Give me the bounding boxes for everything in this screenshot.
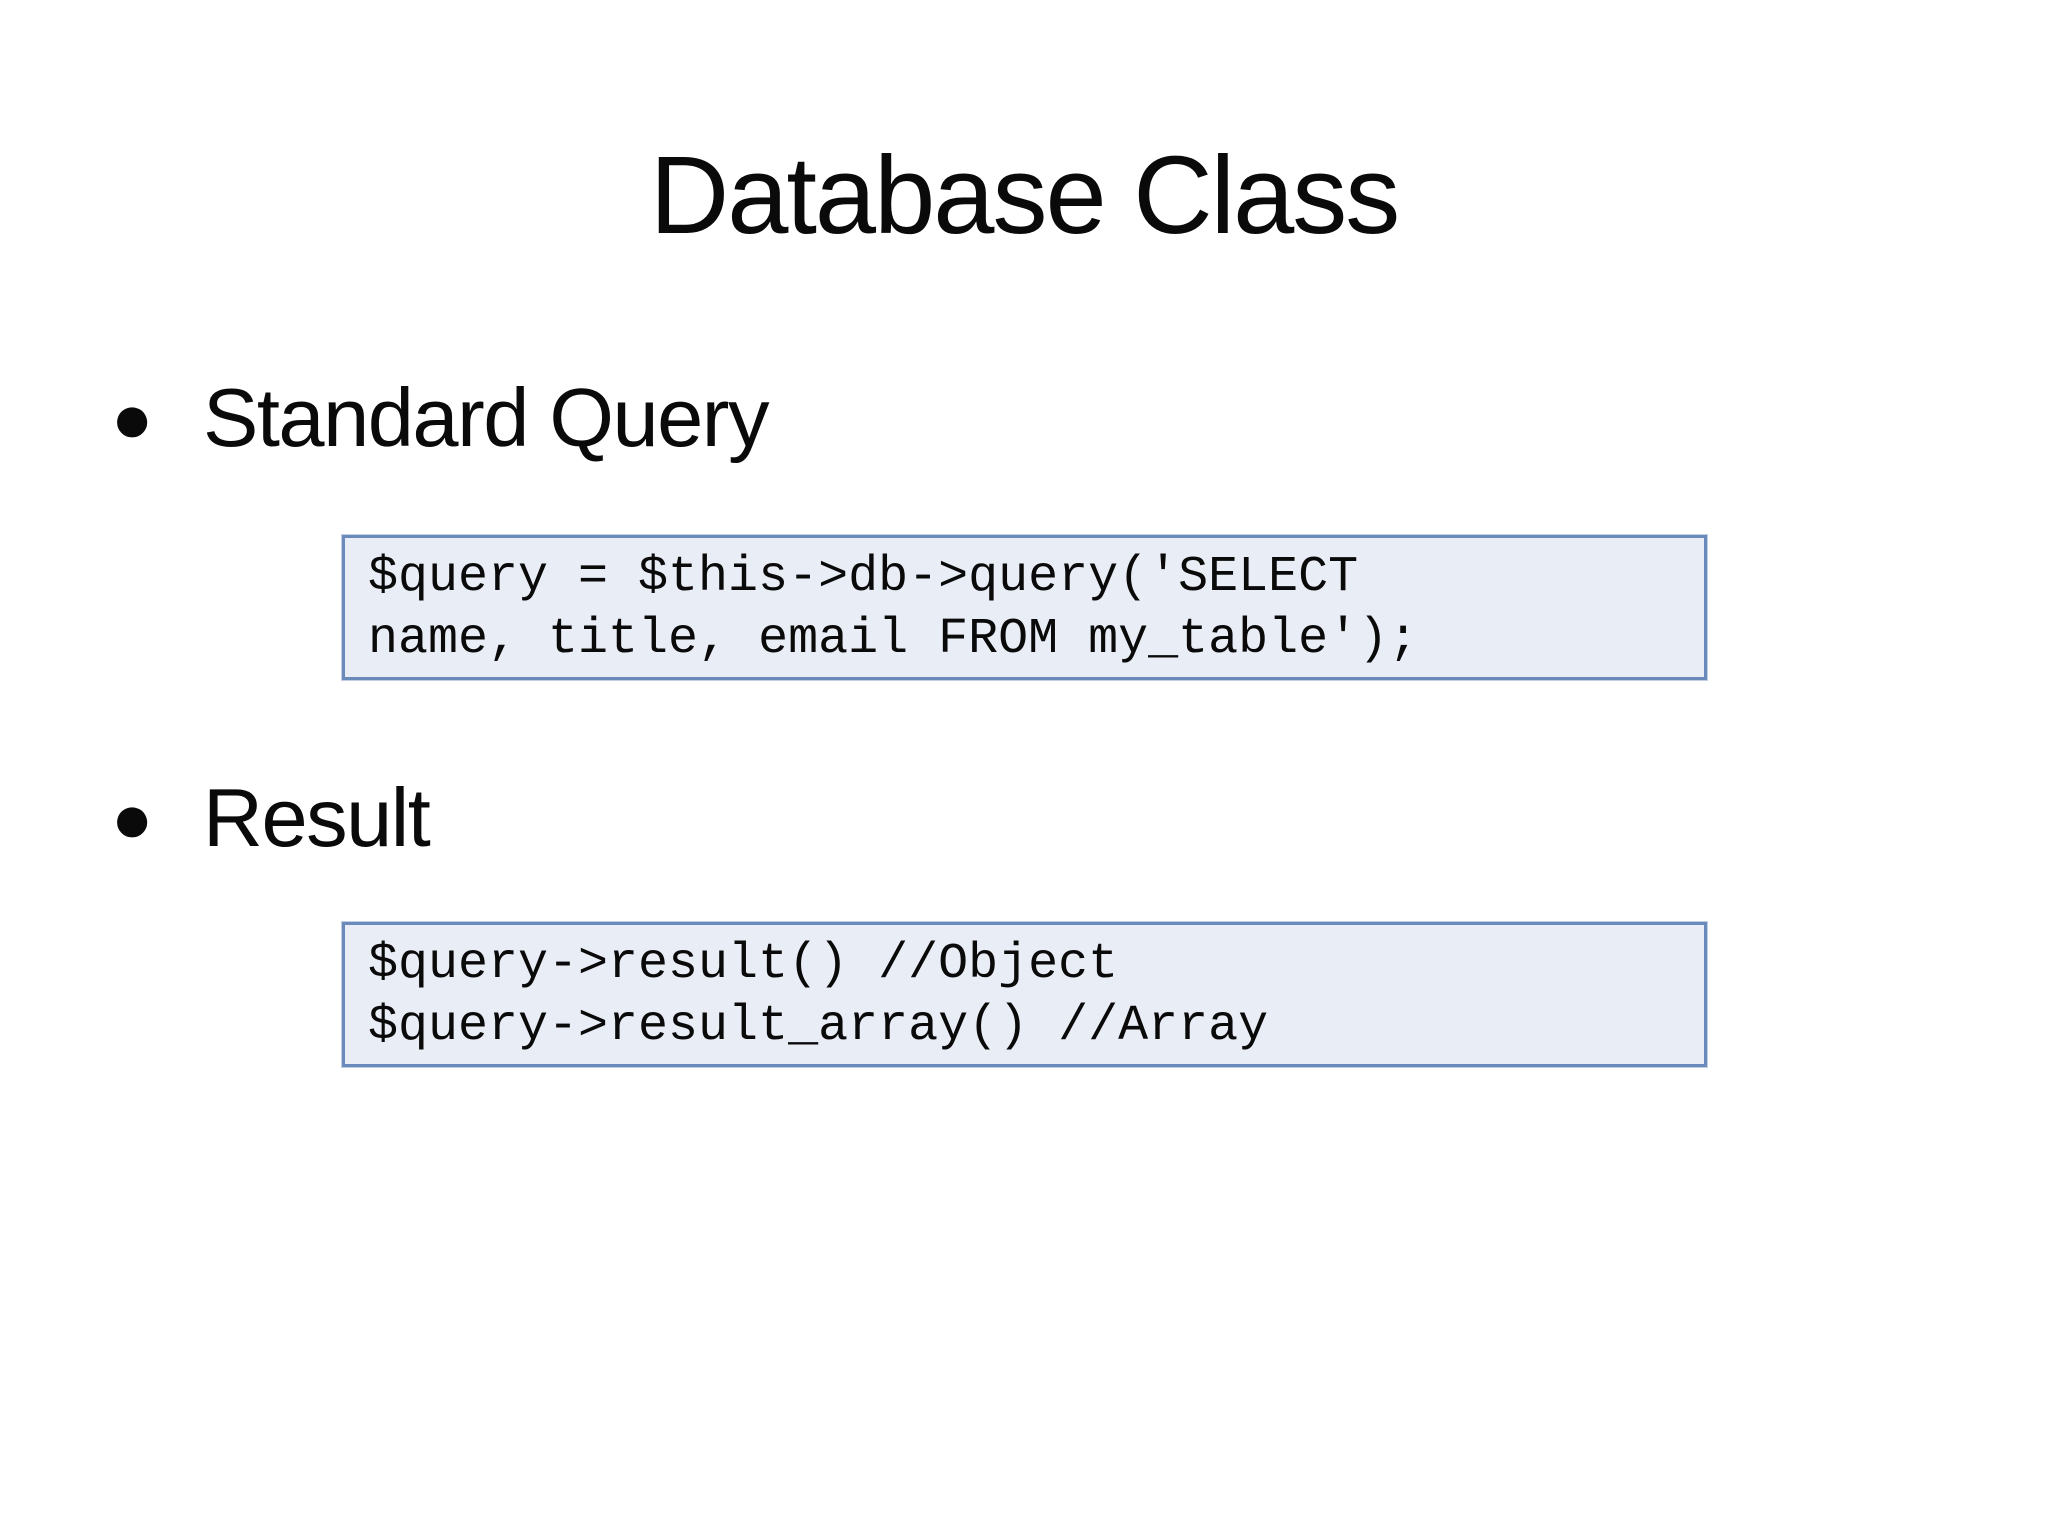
code-line: $query->result() //Object (368, 936, 1119, 993)
bullet-icon: ● (111, 779, 153, 857)
bullet-label: Result (203, 771, 431, 864)
code-line: name, title, email FROM my_table'); (368, 611, 1419, 668)
bullet-icon: ● (111, 379, 153, 457)
code-line: $query = $this->db->query('SELECT (368, 549, 1359, 606)
code-box-result: $query->result() //Object $query->result… (342, 922, 1707, 1067)
slide-title: Database Class (649, 134, 1401, 257)
code-box-standard-query: $query = $this->db->query('SELECT name, … (342, 535, 1707, 680)
bullet-item-result: ● Result (105, 768, 431, 868)
bullet-item-standard-query: ● Standard Query (105, 368, 769, 468)
bullet-label: Standard Query (203, 371, 769, 464)
code-line: $query->result_array() //Array (368, 998, 1269, 1055)
